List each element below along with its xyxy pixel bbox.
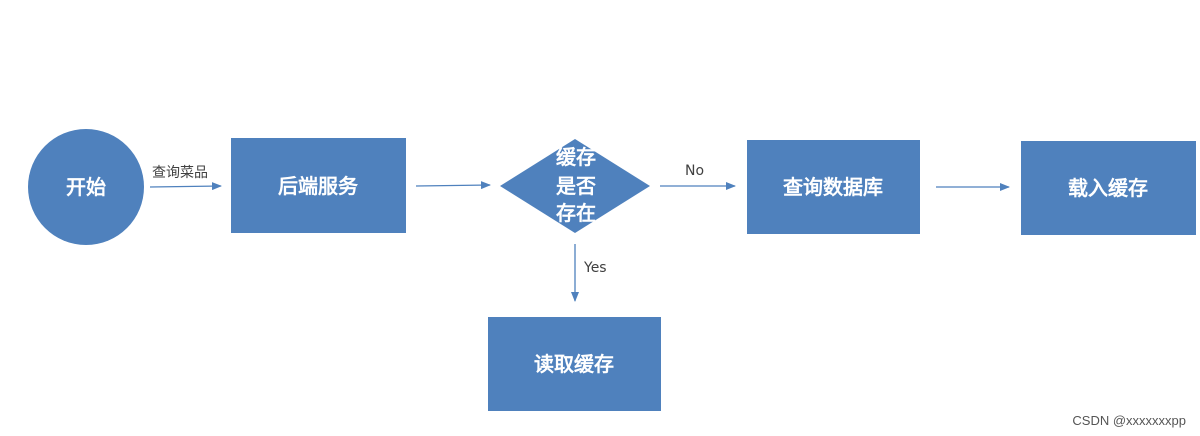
node-start: 开始 — [28, 129, 144, 245]
connector-line — [415, 181, 491, 190]
node-query-db: 查询数据库 — [747, 140, 920, 234]
node-cache-check: 缓存 是否 存在 — [500, 139, 650, 233]
node-cache-check-label-line-1: 缓存 — [556, 145, 596, 169]
edge-check-to-read: Yes — [571, 244, 607, 302]
edge-backend-to-check — [415, 181, 491, 190]
node-backend: 后端服务 — [231, 138, 406, 233]
node-backend-label: 后端服务 — [278, 174, 359, 198]
node-load-cache-label: 载入缓存 — [1068, 176, 1148, 200]
watermark: CSDN @xxxxxxxpp — [1072, 413, 1186, 428]
node-read-cache-label: 读取缓存 — [534, 352, 614, 376]
edge-start-to-backend: 查询菜品 — [149, 165, 222, 191]
node-cache-check-label-line-3: 存在 — [556, 201, 596, 225]
edge-label-query-dishes: 查询菜品 — [152, 165, 208, 181]
query-db-box — [747, 140, 920, 234]
backend-box — [231, 138, 406, 233]
decision-diamond — [500, 139, 650, 233]
edge-label-no: No — [685, 163, 704, 179]
node-query-db-label: 查询数据库 — [783, 175, 883, 199]
connector-line — [149, 182, 222, 191]
edge-label-yes: Yes — [583, 260, 607, 276]
node-load-cache: 载入缓存 — [1021, 141, 1196, 235]
load-cache-box — [1021, 141, 1196, 235]
edge-check-to-db: No — [660, 163, 736, 190]
node-read-cache: 读取缓存 — [488, 317, 661, 411]
start-circle — [28, 129, 144, 245]
read-cache-box — [488, 317, 661, 411]
node-start-label: 开始 — [66, 175, 106, 199]
node-cache-check-label-line-2: 是否 — [555, 174, 596, 198]
